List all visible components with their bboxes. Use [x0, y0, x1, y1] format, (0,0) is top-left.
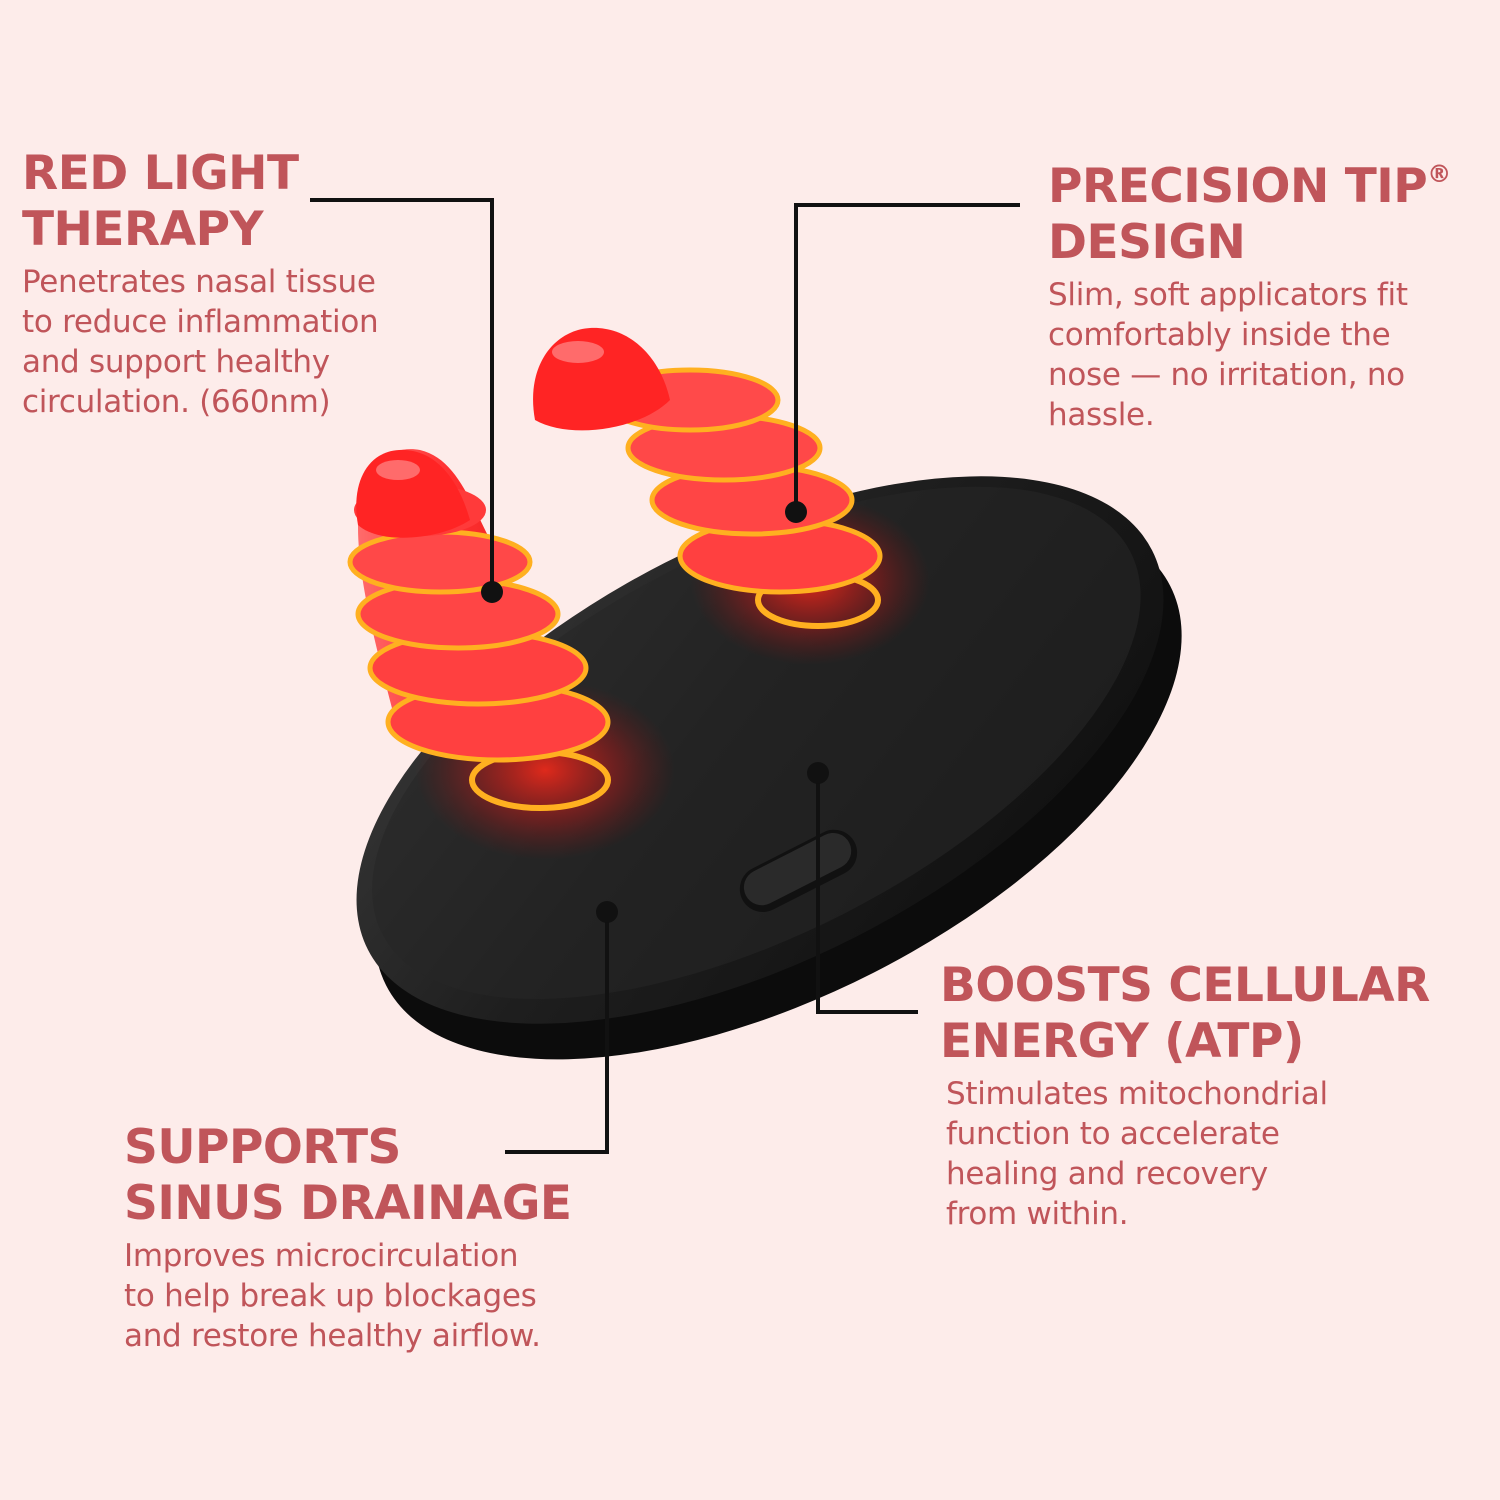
feature-description: Stimulates mitochondrial function to acc… [946, 1076, 1328, 1232]
dot-cellular-energy-icon [807, 762, 829, 784]
leader-lines [310, 198, 1020, 1154]
registered-mark: ® [1427, 160, 1451, 188]
feature-description: Improves microcirculation to help break … [124, 1238, 541, 1354]
right-applicator-tip-icon [533, 327, 883, 629]
feature-red-light-therapy: RED LIGHT THERAPY Penetrates nasal tissu… [22, 146, 379, 422]
feature-title: BOOSTS CELLULAR ENERGY (ATP) [940, 958, 1430, 1069]
dot-red-light-icon [481, 581, 503, 603]
feature-title: RED LIGHT THERAPY [22, 146, 299, 257]
feature-supports-sinus-drainage: SUPPORTS SINUS DRAINAGE Improves microci… [124, 1120, 572, 1356]
feature-boosts-cellular-energy: BOOSTS CELLULAR ENERGY (ATP) Stimulates … [940, 958, 1430, 1234]
leader-dots [481, 501, 829, 923]
feature-title: SUPPORTS SINUS DRAINAGE [124, 1120, 572, 1231]
dot-precision-tip-icon [785, 501, 807, 523]
device-body [356, 476, 1182, 1060]
leader-cellular-energy [816, 773, 918, 1014]
feature-description: Penetrates nasal tissue to reduce inflam… [22, 264, 379, 420]
feature-precision-tip-design: PRECISION TIP® DESIGN Slim, soft applica… [1048, 146, 1451, 435]
leader-precision-tip [794, 203, 1020, 512]
left-applicator-tip-icon [347, 449, 611, 811]
power-button-icon [739, 829, 858, 913]
feature-description: Slim, soft applicators fit comfortably i… [1048, 277, 1408, 433]
dot-sinus-drainage-icon [596, 901, 618, 923]
leader-red-light [310, 198, 494, 592]
leader-sinus-drainage [505, 912, 609, 1154]
feature-title: PRECISION TIP® DESIGN [1048, 159, 1451, 270]
